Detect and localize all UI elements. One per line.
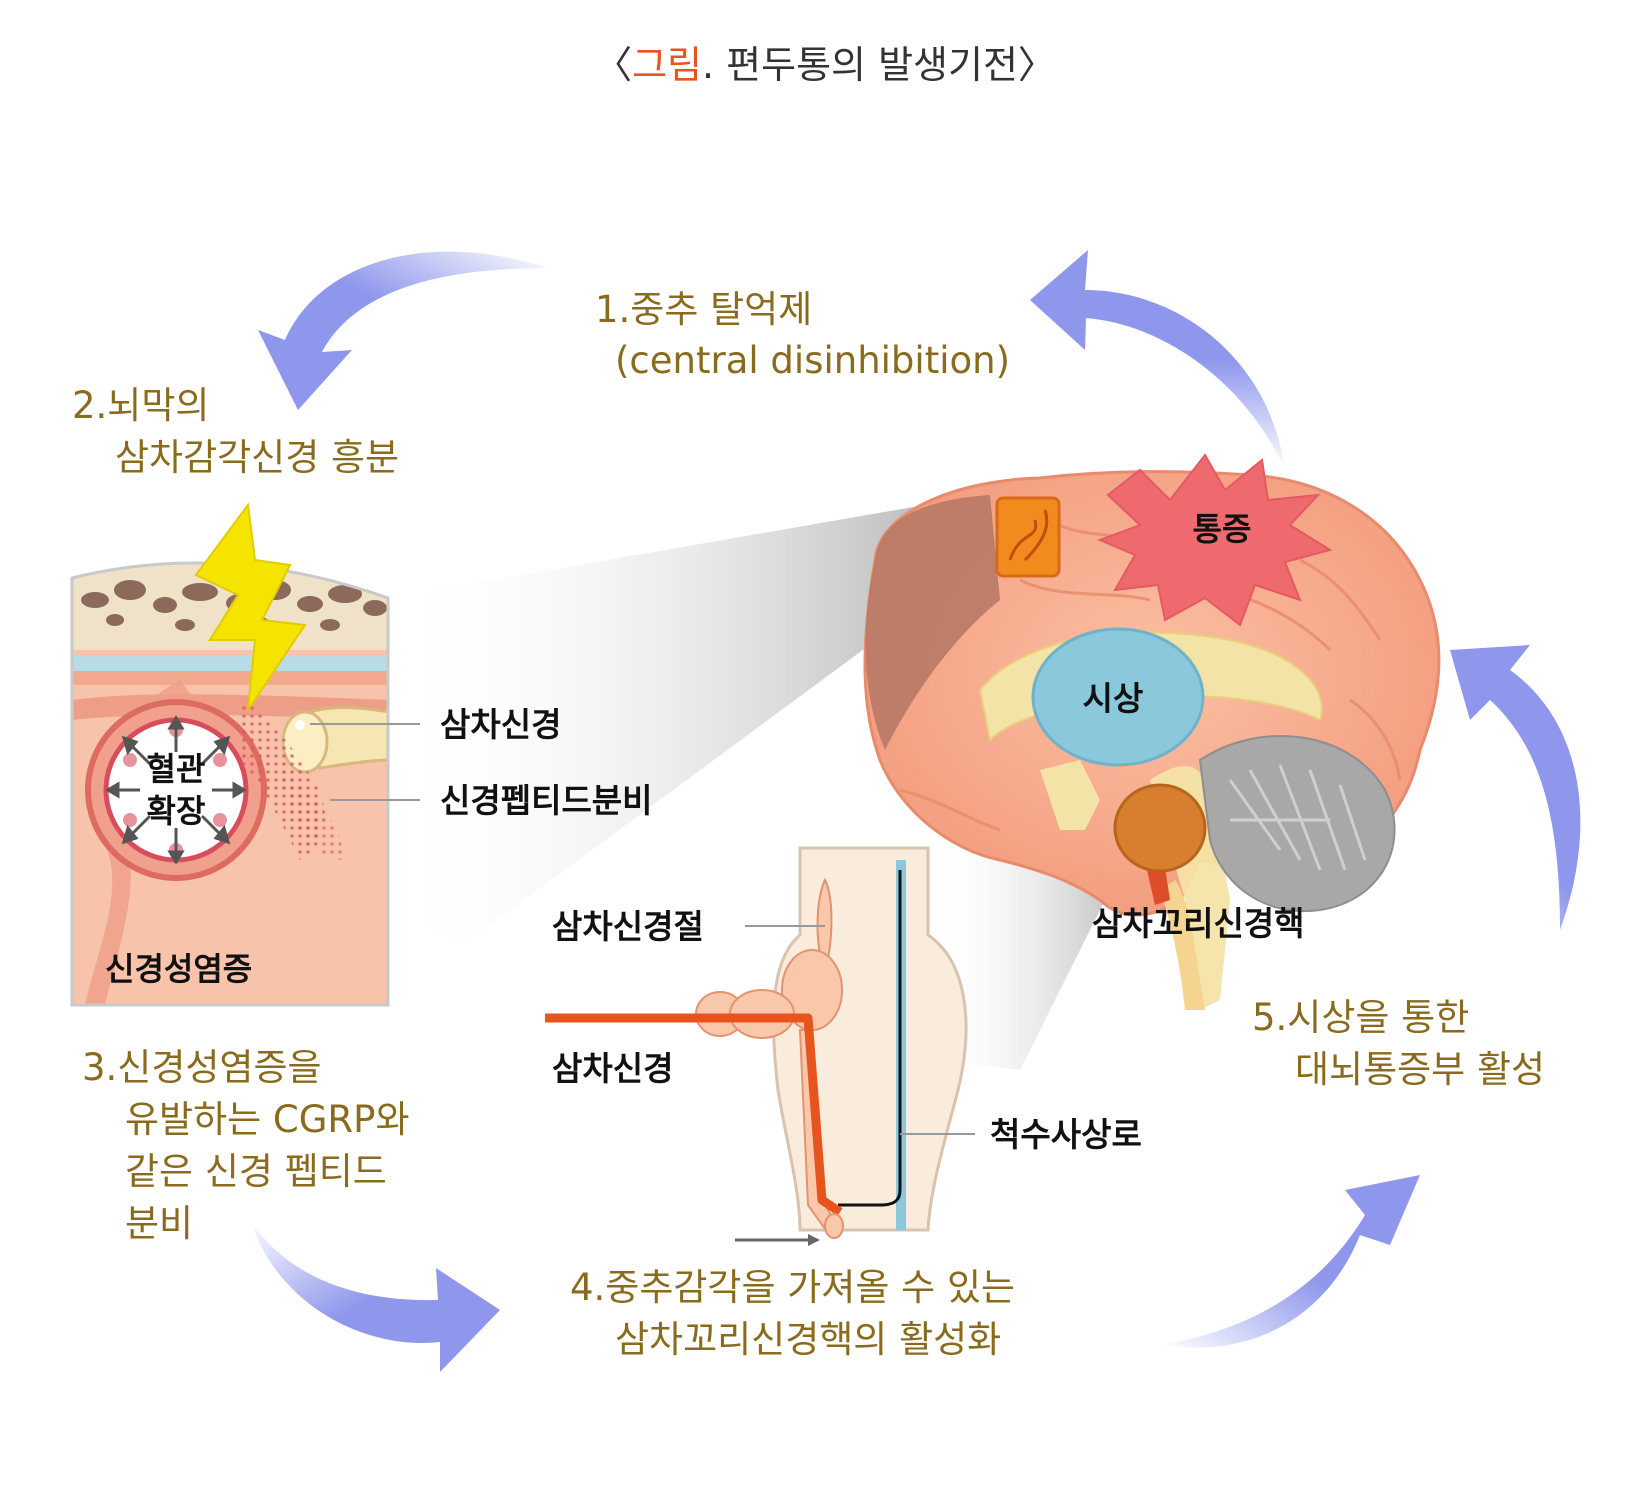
figure-title: 〈그림. 편두통의 발생기전〉	[594, 43, 1056, 87]
cycle-arrow-5-to-1	[1030, 250, 1285, 470]
thalamus-oval	[1031, 627, 1205, 767]
step-3-line-4: 분비	[125, 1202, 193, 1245]
step-4: 4.중추감각을 가져올 수 있는 삼차꼬리신경핵의 활성화	[570, 1266, 1015, 1361]
pain-burst	[1097, 453, 1333, 627]
label-spinothalamic-tract: 척수사상로	[990, 1115, 1142, 1154]
cycle-arrow-4-to-5	[1160, 1175, 1420, 1348]
step-3-line-2: 유발하는 CGRP와	[125, 1098, 410, 1141]
label-vasodilation-1: 혈관	[147, 750, 206, 788]
step-4-line-2: 삼차꼬리신경핵의 활성화	[615, 1318, 1001, 1361]
label-trigeminal-ganglion: 삼차신경절	[552, 907, 704, 946]
zoom-cone-meninges	[388, 492, 1005, 940]
label-thalamus: 시상	[1083, 679, 1144, 718]
label-vasodilation-2: 확장	[147, 792, 206, 830]
cycle-arrow-5-up	[1450, 645, 1581, 930]
step-2-title: 2.뇌막의	[72, 384, 209, 427]
label-neuropeptide-release: 신경펩티드분비	[440, 781, 653, 820]
step-1-title: 1.중추 탈억제	[595, 288, 812, 331]
burning-area-icon	[995, 496, 1061, 578]
step-4-line-1: 4.중추감각을 가져올 수 있는	[570, 1266, 1015, 1309]
entry-arrow-icon	[735, 1234, 820, 1246]
label-pain: 통증	[1193, 510, 1252, 548]
lightning-bolt-icon	[194, 502, 307, 711]
step-5-line-1: 5.시상을 통한	[1252, 996, 1469, 1039]
step-3-line-3: 같은 신경 펩티드	[125, 1150, 387, 1193]
step-1-subtitle: (central disinhibition)	[615, 339, 1010, 382]
trigeminal-nucleus-circle	[1113, 783, 1207, 873]
step-5: 5.시상을 통한 대뇌통증부 활성	[1252, 996, 1545, 1091]
cycle-arrow-1-to-2	[258, 251, 548, 410]
label-trigeminal-nerve-2: 삼차신경	[552, 1049, 673, 1088]
label-neurogenic-inflammation: 신경성염증	[105, 950, 252, 988]
label-trigeminal-nerve: 삼차신경	[440, 705, 561, 744]
label-trigeminal-nucleus-caudalis: 삼차꼬리신경핵	[1092, 904, 1305, 943]
step-3: 3.신경성염증을 유발하는 CGRP와 같은 신경 펩티드 분비	[82, 1046, 410, 1245]
step-5-line-2: 대뇌통증부 활성	[1295, 1048, 1545, 1091]
step-3-line-1: 3.신경성염증을	[82, 1046, 322, 1089]
leader-lines	[310, 723, 975, 1135]
step-1: 1.중추 탈억제 (central disinhibition)	[595, 288, 1010, 382]
step-2-subtitle: 삼차감각신경 흥분	[115, 436, 399, 479]
step-2: 2.뇌막의 삼차감각신경 흥분	[72, 384, 399, 479]
cycle-arrow-3-to-4	[250, 1220, 500, 1372]
